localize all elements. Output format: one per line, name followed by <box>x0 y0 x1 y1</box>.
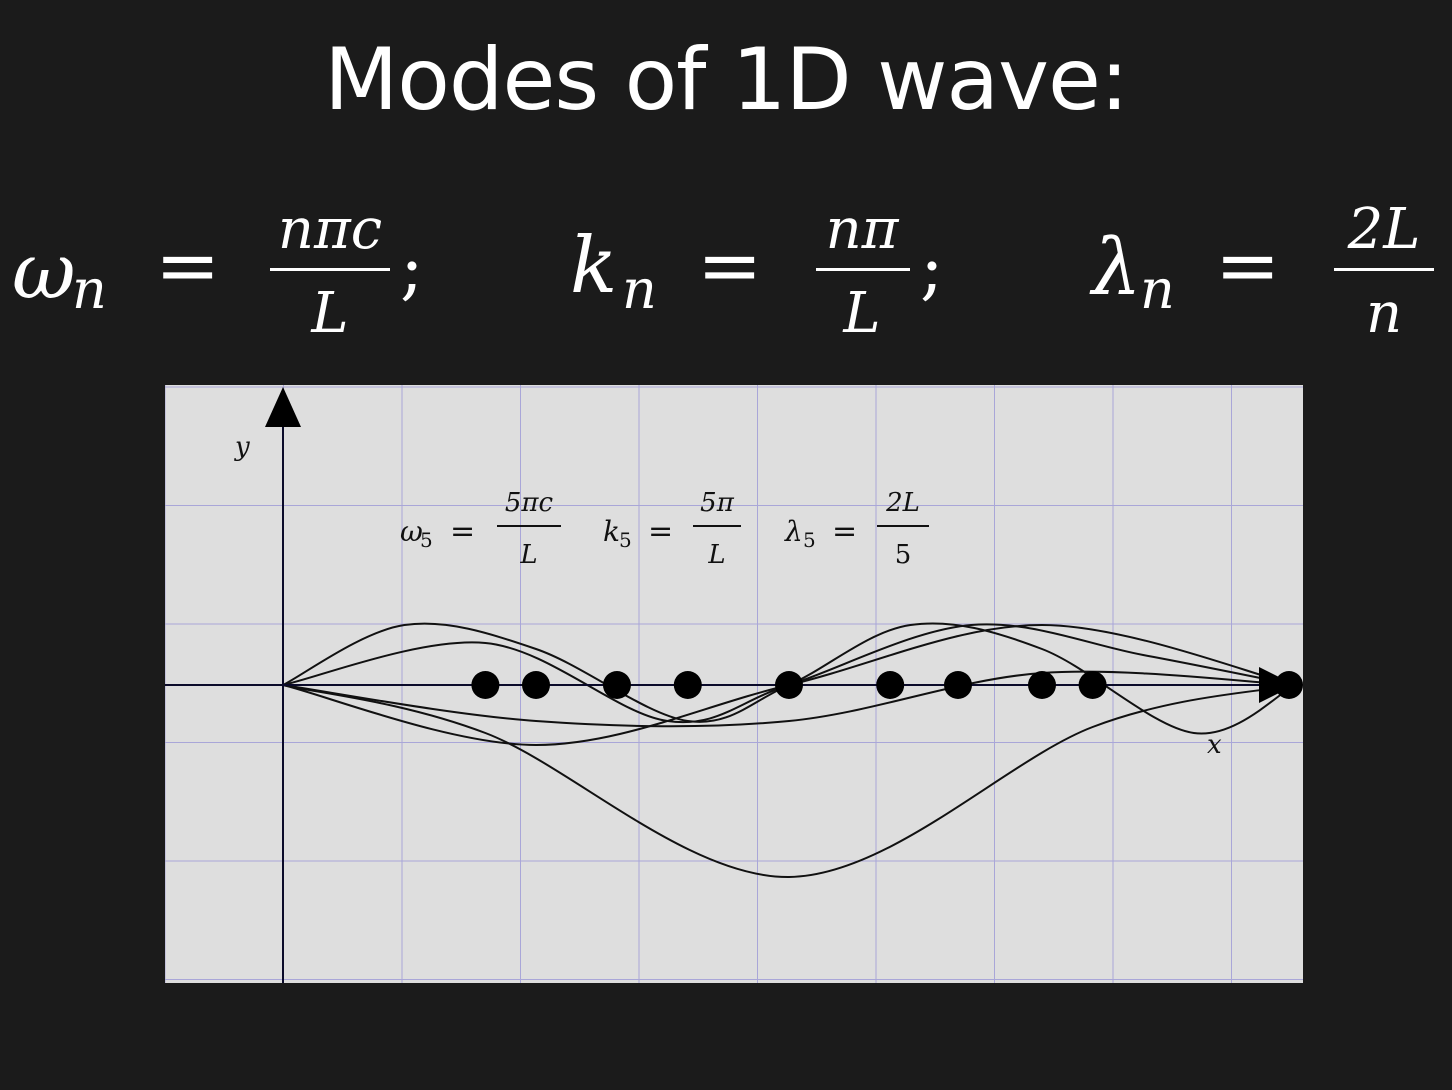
node-point-1 <box>471 671 500 699</box>
omega-denominator: L <box>310 281 348 346</box>
plot-lambda-formula: λ 5 = 2L 5 <box>784 488 929 570</box>
node-points <box>471 671 1303 699</box>
plot-k-formula: k 5 = 5π L <box>603 488 741 570</box>
k-denominator: L <box>842 281 880 346</box>
curve-5 <box>282 670 1296 728</box>
plot-k-denominator: L <box>707 540 725 570</box>
plot-lambda-subscript: 5 <box>803 528 816 552</box>
k-formula: k n = nπ L ; <box>570 197 944 346</box>
plot-omega-symbol: ω <box>400 515 423 548</box>
k-semicolon: ; <box>920 227 944 309</box>
grid <box>165 385 1303 983</box>
omega-semicolon: ; <box>400 227 424 309</box>
plot-omega-denominator: L <box>519 540 537 570</box>
node-point-3 <box>602 671 631 699</box>
plot-lambda-symbol: λ <box>784 515 803 548</box>
plot-k-equals: = <box>648 514 673 549</box>
plot-k-numerator: 5π <box>700 488 735 518</box>
plot-k-subscript: 5 <box>619 528 632 552</box>
lambda-formula: λ n = 2L n <box>1089 197 1434 346</box>
omega-symbol: ω <box>12 227 76 317</box>
omega-equals: = <box>155 221 220 311</box>
lambda-subscript: n <box>1140 258 1175 321</box>
node-point-8 <box>1028 671 1056 699</box>
plot-lambda-numerator: 2L <box>885 488 920 518</box>
node-point-4 <box>673 671 702 699</box>
omega-numerator: nπc <box>278 197 382 262</box>
plot-omega-numerator: 5πc <box>505 488 554 518</box>
plot-omega-subscript: 5 <box>420 528 433 552</box>
plot-omega-equals: = <box>450 514 475 549</box>
node-point-9 <box>1078 671 1107 699</box>
lambda-symbol: λ <box>1089 223 1141 313</box>
k-numerator: nπ <box>826 197 900 262</box>
lambda-equals: = <box>1215 221 1280 311</box>
plot-k-fraction-bar <box>693 525 741 527</box>
omega-fraction-bar <box>270 268 390 271</box>
node-point-7 <box>944 671 973 699</box>
k-equals: = <box>697 221 762 311</box>
plot-omega-formula: ω 5 = 5πc L <box>400 488 561 570</box>
k-fraction-bar <box>816 268 910 271</box>
plot-lambda-equals: = <box>832 514 857 549</box>
plot-omega-fraction-bar <box>497 525 561 527</box>
plot-lambda-fraction-bar <box>877 525 929 527</box>
y-axis-arrow <box>265 387 301 427</box>
x-axis-label: x <box>1207 730 1222 760</box>
plot-lambda-denominator: 5 <box>895 540 912 570</box>
plot-k-symbol: k <box>603 515 620 548</box>
omega-formula: ω n = nπc L ; <box>12 197 424 346</box>
k-symbol: k <box>570 221 617 311</box>
node-point-5 <box>775 671 803 699</box>
curve-1 <box>282 684 1296 879</box>
wave-plot: x y ω 5 = 5πc L k 5 = 5π L λ 5 = 2L 5 <box>165 385 1303 983</box>
lambda-fraction-bar <box>1334 268 1434 271</box>
k-subscript: n <box>622 258 657 321</box>
omega-subscript: n <box>72 258 107 321</box>
node-point-2 <box>522 671 550 699</box>
node-point-6 <box>876 671 905 699</box>
slide-title: Modes of 1D wave: <box>324 30 1129 130</box>
lambda-numerator: 2L <box>1347 197 1421 262</box>
y-axis-label: y <box>234 432 250 462</box>
node-point-10 <box>1275 671 1303 699</box>
lambda-denominator: n <box>1366 281 1402 346</box>
mode-formulas: ω n = nπc L ; k n = nπ L ; λ n = 2L n <box>12 197 1434 346</box>
